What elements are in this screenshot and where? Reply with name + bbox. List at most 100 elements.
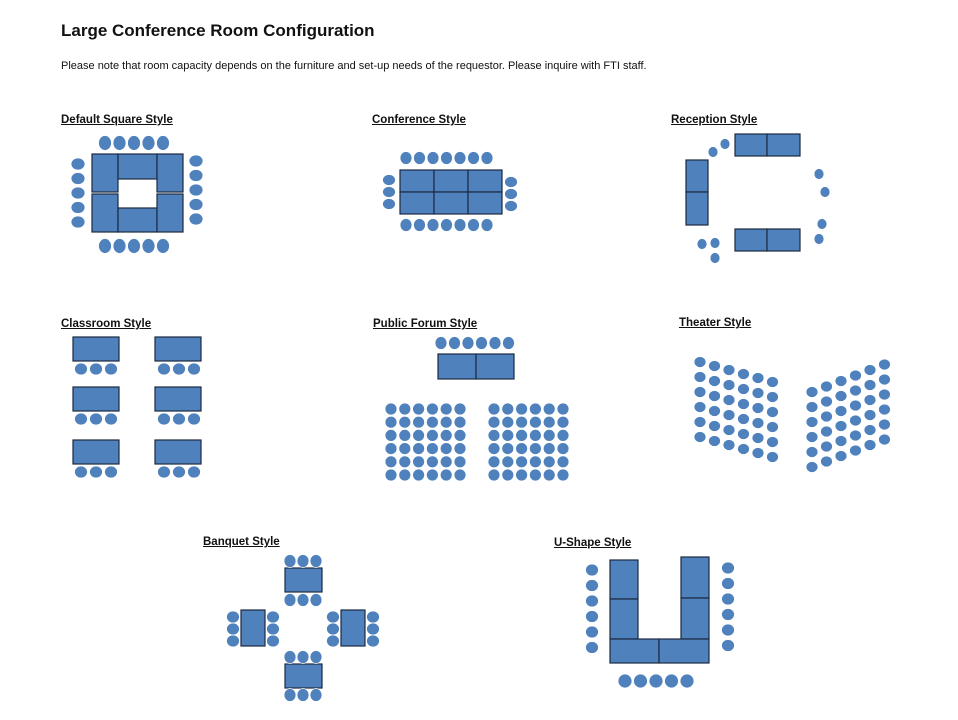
table [117,207,158,233]
table [467,169,503,193]
table [340,609,366,647]
chair [708,405,721,417]
chair [425,428,439,442]
chair [819,186,831,198]
chair [384,455,398,469]
chair [382,186,396,198]
chair [475,336,488,350]
label-public-forum-style: Public Forum Style [373,318,478,330]
chair [542,468,556,482]
chair [453,218,467,232]
chair [127,238,141,254]
chair [805,431,819,443]
chair [488,336,502,350]
chair [504,188,518,200]
chair [737,368,750,380]
chair [384,415,398,429]
chair [585,563,599,577]
table [766,133,801,157]
chair [283,554,297,568]
chair [425,468,439,482]
chair [70,215,86,229]
chair [172,412,186,426]
chair [542,415,556,429]
chair [693,431,707,443]
chair [467,218,480,232]
chair [722,394,736,406]
chair [453,428,467,442]
table [433,191,469,215]
chair [556,468,570,482]
chair [863,364,877,376]
chair [766,391,779,403]
chair [834,390,848,402]
table [734,133,768,157]
chair [751,417,765,429]
chair [693,401,707,413]
chair [439,428,453,442]
chair [440,218,453,232]
chair [89,465,103,479]
diagram-conference-style [382,151,518,232]
chair [693,356,707,368]
table [685,159,709,193]
chair [556,402,570,416]
chair [820,425,833,438]
chair [501,442,515,456]
chair [863,379,877,391]
chair [504,200,518,212]
chair [487,415,501,429]
chair [529,402,542,416]
table [734,228,768,252]
chair [737,398,750,410]
chair [805,461,819,473]
chair [721,623,735,637]
table [154,439,202,465]
chair [453,151,467,165]
label-theater-style: Theater Style [679,317,752,329]
chair [737,413,750,425]
chair [309,593,323,607]
chair [226,622,240,636]
chair [722,379,736,391]
chair [722,364,736,376]
chair [708,375,721,387]
chair [266,622,280,636]
chair [156,135,170,151]
chair [487,468,501,482]
chair [104,465,118,479]
chair [188,154,204,168]
label-banquet-style: Banquet Style [203,536,280,548]
chair [709,252,721,264]
chair [751,402,765,414]
chair [863,424,877,436]
chair [439,468,453,482]
chair [127,135,141,151]
chair [722,409,736,421]
chair [816,218,828,230]
chair [751,432,765,444]
chair [556,415,570,429]
chair [399,218,413,232]
chair [425,415,439,429]
chair [188,169,204,182]
chair [766,451,779,463]
label-default-square-style: Default Square Style [61,114,173,126]
chair [813,233,825,245]
chair [585,594,599,608]
chair [413,218,426,232]
chair [104,362,118,376]
chair [296,650,310,664]
chair [820,380,833,393]
table [284,663,323,689]
chair [721,561,735,575]
chair [529,415,542,429]
chair [585,579,599,592]
chair [326,634,340,648]
chair [849,399,862,412]
table [433,169,469,193]
chair [878,358,891,371]
chair [542,428,556,442]
chair [89,362,103,376]
